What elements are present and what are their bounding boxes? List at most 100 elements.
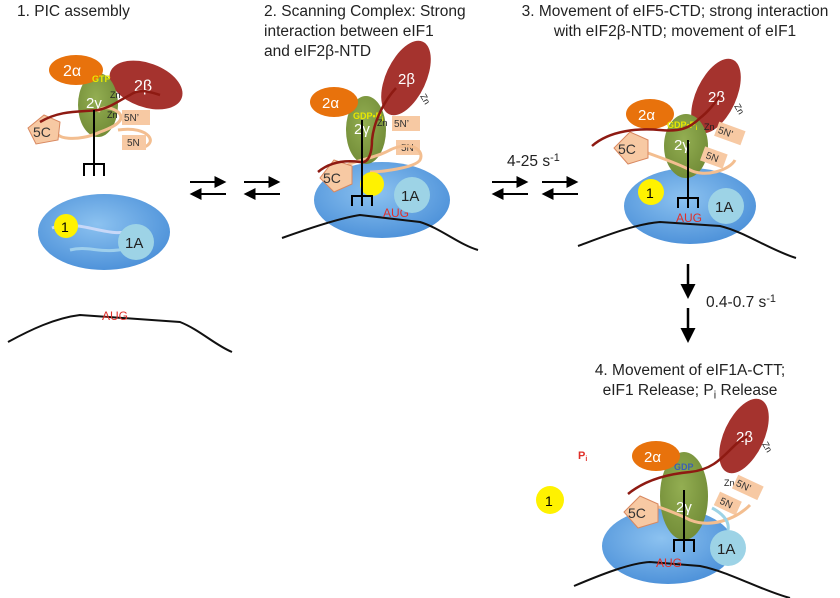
eif5n-prime-label: 5N’	[716, 125, 734, 140]
trna-anticodon	[673, 539, 695, 552]
eif5n-prime-label: 5N’	[394, 119, 409, 130]
eif2a-shape	[49, 55, 103, 85]
gdp-label: GDP	[674, 462, 694, 472]
eif5n-label: 5N	[718, 496, 734, 511]
eif2b-ntd-chain	[627, 434, 749, 495]
step2-caption: 2. Scanning Complex: Strong interaction …	[264, 2, 494, 62]
eif5c-label: 5C	[618, 141, 636, 157]
pi-text: P	[578, 450, 585, 462]
eif1-shape	[54, 214, 78, 238]
step2-line2: interaction between eIF1	[264, 23, 434, 40]
eif5n-label: 5N	[704, 151, 720, 166]
zn-label-b: Zn	[704, 122, 715, 132]
eif2b-label: 2β	[708, 89, 725, 106]
zn-label-a: Zn	[418, 92, 432, 106]
eif1-shape	[360, 172, 384, 196]
eif5n-prime-box	[392, 116, 420, 131]
zn-label-a: Zn	[732, 102, 746, 116]
step4-line2-a: eIF1 Release; P	[602, 382, 714, 399]
eif5c-shape	[27, 114, 61, 145]
step2-line1: 2. Scanning Complex: Strong	[264, 3, 466, 20]
eif5n-box	[713, 491, 742, 516]
eif1-label: 1	[61, 219, 69, 235]
stage1-ribosome: 1 1A	[38, 194, 170, 270]
eif5n-box	[396, 140, 420, 155]
eif5n-prime-box	[731, 474, 764, 501]
eif2b-label: 2β	[398, 71, 415, 88]
zn-label-b: Zn	[724, 478, 735, 488]
eif5n-label: 5N	[127, 138, 140, 149]
eif1a-shape	[394, 177, 430, 213]
mrna-strand	[7, 313, 233, 353]
equilibrium-arrows-1-2	[189, 176, 281, 200]
aug-label: AUG	[656, 556, 682, 570]
step4-line1: 4. Movement of eIF1A-CTT;	[594, 362, 786, 379]
eif2b-ntd-chain	[39, 89, 161, 124]
eif2g-shape	[78, 73, 118, 137]
eif5n-prime-box	[122, 110, 150, 125]
step3-line2: with eIF2β-NTD; movement of eIF1	[553, 23, 797, 40]
step1-text: 1. PIC assembly	[17, 3, 130, 20]
mrna-strand	[281, 213, 479, 251]
stage4-released: Pi 1	[536, 450, 587, 514]
eif5c-label: 5C	[628, 505, 646, 521]
trna-anticodon	[351, 195, 373, 206]
eif2b-shape	[719, 398, 769, 474]
gdp-pi-sub: i	[696, 126, 698, 132]
gdp-pi-label: GDP•Pi	[667, 120, 698, 132]
eif2b-ntd-chain	[317, 87, 397, 173]
eif2a-label: 2α	[322, 95, 339, 112]
eif5n-box	[122, 135, 146, 150]
eif2g-label: 2γ	[674, 137, 690, 154]
eif5n-prime-box	[714, 121, 746, 146]
eif2a-shape	[632, 441, 680, 471]
stage2-complex: AUG 2β Zn 2γ 2α GDP•Pi Zn 5N’ 5N 5C 1A	[281, 40, 479, 251]
gdp-pi-sub: i	[382, 117, 384, 123]
eif5c-label: 5C	[323, 170, 341, 186]
stage1-mrna: AUG	[7, 309, 233, 353]
eif2a-label: 2α	[644, 449, 661, 466]
equilibrium-arrows-2-3	[491, 176, 579, 200]
gdp-pi-text: GDP•P	[353, 111, 382, 121]
rate-2-3-value: 4-25 s	[507, 152, 551, 170]
mrna-strand	[577, 220, 797, 259]
eif2a-label: 2α	[63, 63, 81, 80]
zn-label-a: Zn	[760, 440, 774, 454]
stage4-complex: AUG 2β Zn 2γ 2α GDP Zn 5N’ 5N 5C 1A	[573, 398, 791, 598]
zn-label-b: Zn	[377, 118, 388, 128]
gtp-label: GTP	[92, 74, 111, 84]
eif5c-shape	[623, 495, 659, 529]
eif1-released-label: 1	[545, 493, 553, 509]
stage3-complex: AUG 2β Zn 2γ 2α GDP•Pi Zn 5N’ 5N 5C 1 1A	[577, 58, 797, 259]
eif1-released-shape	[536, 486, 564, 514]
eif1a-label: 1A	[717, 541, 735, 558]
step3-line1: 3. Movement of eIF5-CTD; strong interact…	[521, 3, 829, 20]
zn-label-b: Zn	[107, 110, 118, 120]
trna-anticodon	[677, 197, 699, 208]
pi-sub: i	[585, 456, 587, 463]
trna-anticodon	[83, 163, 105, 176]
step4-line2-sub: i	[713, 389, 717, 402]
rate-3-4-value: 0.4-0.7 s	[706, 293, 767, 311]
eif2a-label: 2α	[638, 107, 655, 124]
pi-released-label: Pi	[578, 450, 587, 463]
step2-line3: and eIF2β-NTD	[264, 43, 372, 60]
gdp-pi-label: GDP•Pi	[353, 111, 384, 123]
eif1a-shape	[118, 224, 154, 260]
eif5n-label: 5N	[401, 143, 414, 154]
rate-2-3-exp: -1	[550, 152, 560, 164]
eif5c-label: 5C	[33, 124, 51, 140]
eif1a-label: 1A	[125, 235, 143, 252]
step3-caption: 3. Movement of eIF5-CTD; strong interact…	[512, 2, 838, 42]
rate-3-4-exp: -1	[766, 293, 776, 305]
eif1a-ctt-tail	[711, 506, 730, 531]
zn-label-a: Zn	[110, 90, 121, 100]
eif1a-shape	[708, 188, 744, 224]
eif1a-shape	[710, 530, 746, 566]
eif2a-shape	[310, 87, 358, 117]
step4-line2: eIF1 Release; Pi Release	[555, 381, 825, 405]
eif5c-shape	[613, 131, 649, 165]
step4-caption: 4. Movement of eIF1A-CTT; eIF1 Release; …	[555, 361, 825, 405]
